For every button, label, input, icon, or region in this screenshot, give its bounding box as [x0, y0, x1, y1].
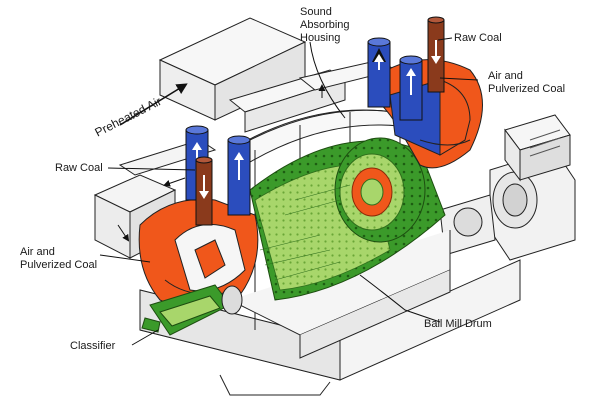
label-ball-mill-drum: Ball Mill Drum	[424, 318, 492, 330]
label-raw-coal-left: Raw Coal	[55, 162, 103, 174]
leader-lines	[99, 37, 479, 346]
preheated-air-duct	[158, 17, 397, 133]
classifier	[141, 284, 243, 336]
ball-mill-drum	[249, 137, 446, 301]
label-raw-coal-top: Raw Coal	[454, 32, 502, 44]
left-pipes	[185, 125, 251, 226]
drive-motor	[439, 114, 576, 261]
label-air-pulverized-coal-left: Air and Pulverized Coal	[20, 246, 98, 271]
left-hood	[138, 198, 259, 310]
right-pipes	[367, 16, 445, 121]
label-sound-absorbing-housing: Sound Absorbing Housing	[300, 6, 350, 44]
label-classifier: Classifier	[70, 340, 116, 352]
label-air-pulverized-coal-right: Air and Pulverized Coal	[488, 70, 566, 95]
